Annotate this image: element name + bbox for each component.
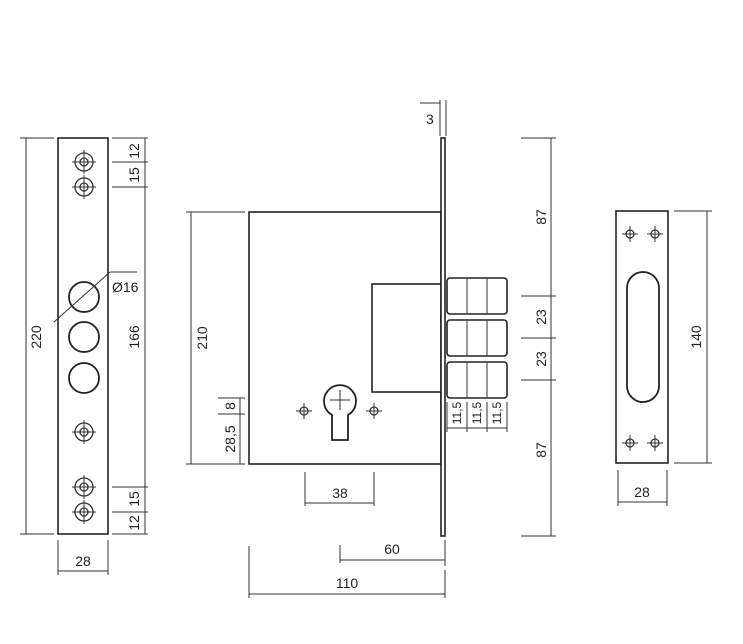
keyhole-height-label: 28,5	[222, 425, 238, 452]
strike-height-label: 140	[688, 325, 704, 349]
bolt	[446, 319, 508, 357]
strike-plate-view: 140 28	[615, 210, 712, 506]
screw-hole-crosshair-icon	[72, 175, 96, 199]
screw-hole-crosshair-icon	[366, 403, 382, 419]
bottom-gap-1-label: 15	[126, 491, 142, 507]
screw-hole-crosshair-icon	[647, 226, 663, 242]
depth-label: 110	[336, 575, 359, 591]
bolt-top-gap-label: 87	[533, 209, 549, 225]
bolt-segment-label: 11,5	[450, 401, 464, 424]
cylinder-hole-icon	[68, 321, 100, 353]
bolt-carrier	[371, 283, 442, 393]
screw-hole-crosshair-icon	[647, 435, 663, 451]
top-gap-1-label: 12	[126, 143, 142, 159]
bottom-gap-2-label: 12	[126, 515, 142, 531]
keyhole-offset-label: 8	[222, 402, 238, 410]
bolt-bottom-gap-label: 87	[533, 442, 549, 458]
diameter-leader-line	[53, 271, 111, 323]
hole-diameter-label: Ø16	[112, 279, 139, 295]
screw-hole-crosshair-icon	[72, 500, 96, 524]
faceplate-view: Ø16 220 12 15 166 15 12 28	[20, 137, 148, 575]
bolt-segment-label: 11,5	[490, 401, 504, 424]
bolt	[446, 361, 508, 399]
screw-hole-crosshair-icon	[72, 420, 96, 444]
backset-label: 60	[384, 541, 400, 557]
strike-slot	[626, 271, 660, 403]
faceplate-thickness-label: 3	[426, 111, 434, 127]
bolt-spacing-label: 23	[533, 309, 549, 325]
faceplate-outline	[57, 137, 109, 535]
bolt	[446, 277, 508, 315]
keyhole-icon	[323, 384, 357, 441]
cylinder-hole-icon	[68, 281, 100, 313]
screw-hole-crosshair-icon	[622, 226, 638, 242]
faceplate-height-label: 220	[28, 325, 44, 349]
screw-hole-crosshair-icon	[72, 475, 96, 499]
case-height-label: 210	[194, 326, 210, 350]
faceplate-edge	[440, 137, 446, 537]
cylinder-hole-icon	[68, 362, 100, 394]
keyhole-width-label: 38	[332, 485, 348, 501]
strike-width-label: 28	[634, 484, 650, 500]
bolt-spacing-label: 23	[533, 351, 549, 367]
strike-plate-outline	[615, 210, 669, 464]
hole-span-label: 166	[126, 325, 142, 349]
screw-hole-crosshair-icon	[296, 403, 312, 419]
top-gap-2-label: 15	[126, 167, 142, 183]
bolt-segment-label: 11,5	[470, 401, 484, 424]
lock-body-view: 3 210 8 28,5 38 60 110 11,5 11,5	[186, 100, 556, 598]
screw-hole-crosshair-icon	[72, 150, 96, 174]
screw-hole-crosshair-icon	[622, 435, 638, 451]
faceplate-width-label: 28	[75, 553, 91, 569]
